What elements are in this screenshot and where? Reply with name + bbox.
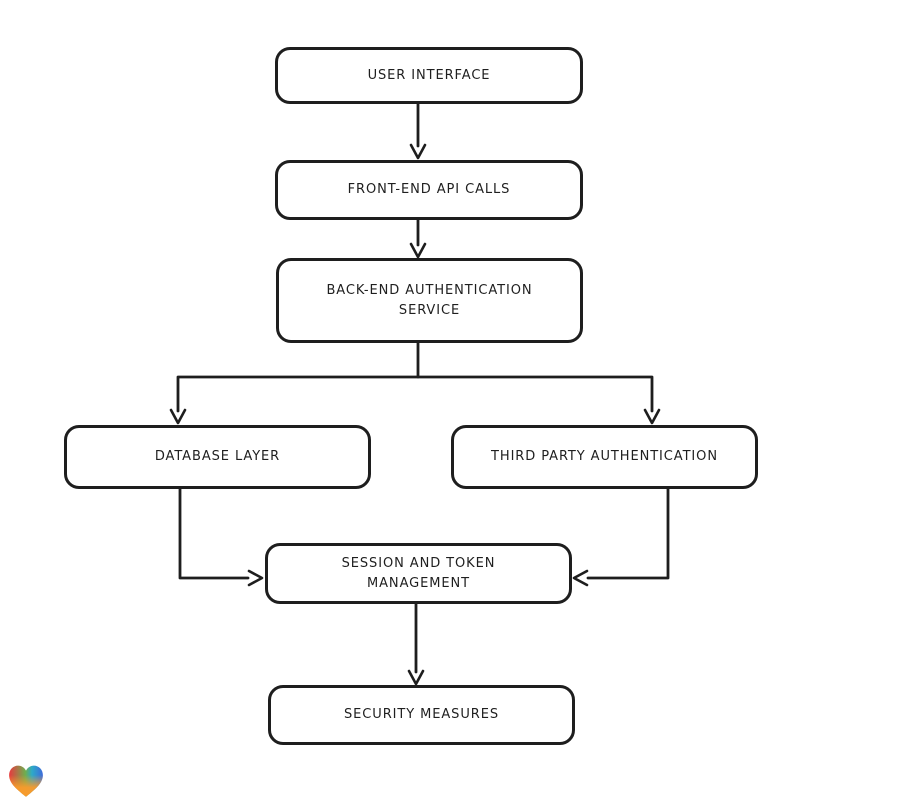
gradient-heart-logo[interactable] (7, 764, 45, 800)
node-user-interface-label: USER INTERFACE (367, 67, 491, 83)
node-session-and-token-management-label: SESSION AND TOKEN MANAGEMENT (341, 555, 496, 591)
node-back-end-authentication-service[interactable]: BACK-END AUTHENTICATION SERVICE (276, 258, 583, 343)
node-back-end-authentication-service-label: BACK-END AUTHENTICATION SERVICE (326, 282, 533, 318)
heart-icon (9, 765, 43, 797)
arrow-backend-to-database[interactable] (176, 341, 420, 413)
node-security-measures[interactable]: SECURITY MEASURES (268, 685, 575, 745)
arrowhead-backend-to-database (169, 408, 187, 425)
arrowhead-session-to-security (407, 669, 425, 686)
arrowhead-backend-to-thirdparty (643, 408, 661, 425)
arrow-backend-to-thirdparty[interactable] (416, 375, 654, 413)
node-database-layer-label: DATABASE LAYER (154, 449, 281, 464)
node-front-end-api-calls[interactable]: FRONT-END API CALLS (275, 160, 583, 220)
arrowhead-database-to-session (247, 569, 264, 587)
arrowhead-ui-to-frontend (409, 143, 427, 160)
node-front-end-api-calls-label: FRONT-END API CALLS (347, 182, 511, 197)
node-third-party-authentication-label: THIRD PARTY AUTHENTICATION (491, 449, 718, 464)
arrow-thirdparty-to-session[interactable] (586, 487, 670, 580)
arrowhead-frontend-to-backend (409, 242, 427, 259)
arrow-database-to-session[interactable] (178, 487, 250, 580)
node-user-interface[interactable]: USER INTERFACE (275, 47, 583, 104)
node-database-layer[interactable]: DATABASE LAYER (64, 425, 371, 489)
node-session-and-token-management[interactable]: SESSION AND TOKEN MANAGEMENT (265, 543, 572, 604)
node-third-party-authentication[interactable]: THIRD PARTY AUTHENTICATION (451, 425, 758, 489)
arrowhead-thirdparty-to-session (572, 569, 589, 587)
node-security-measures-label: SECURITY MEASURES (344, 707, 499, 722)
